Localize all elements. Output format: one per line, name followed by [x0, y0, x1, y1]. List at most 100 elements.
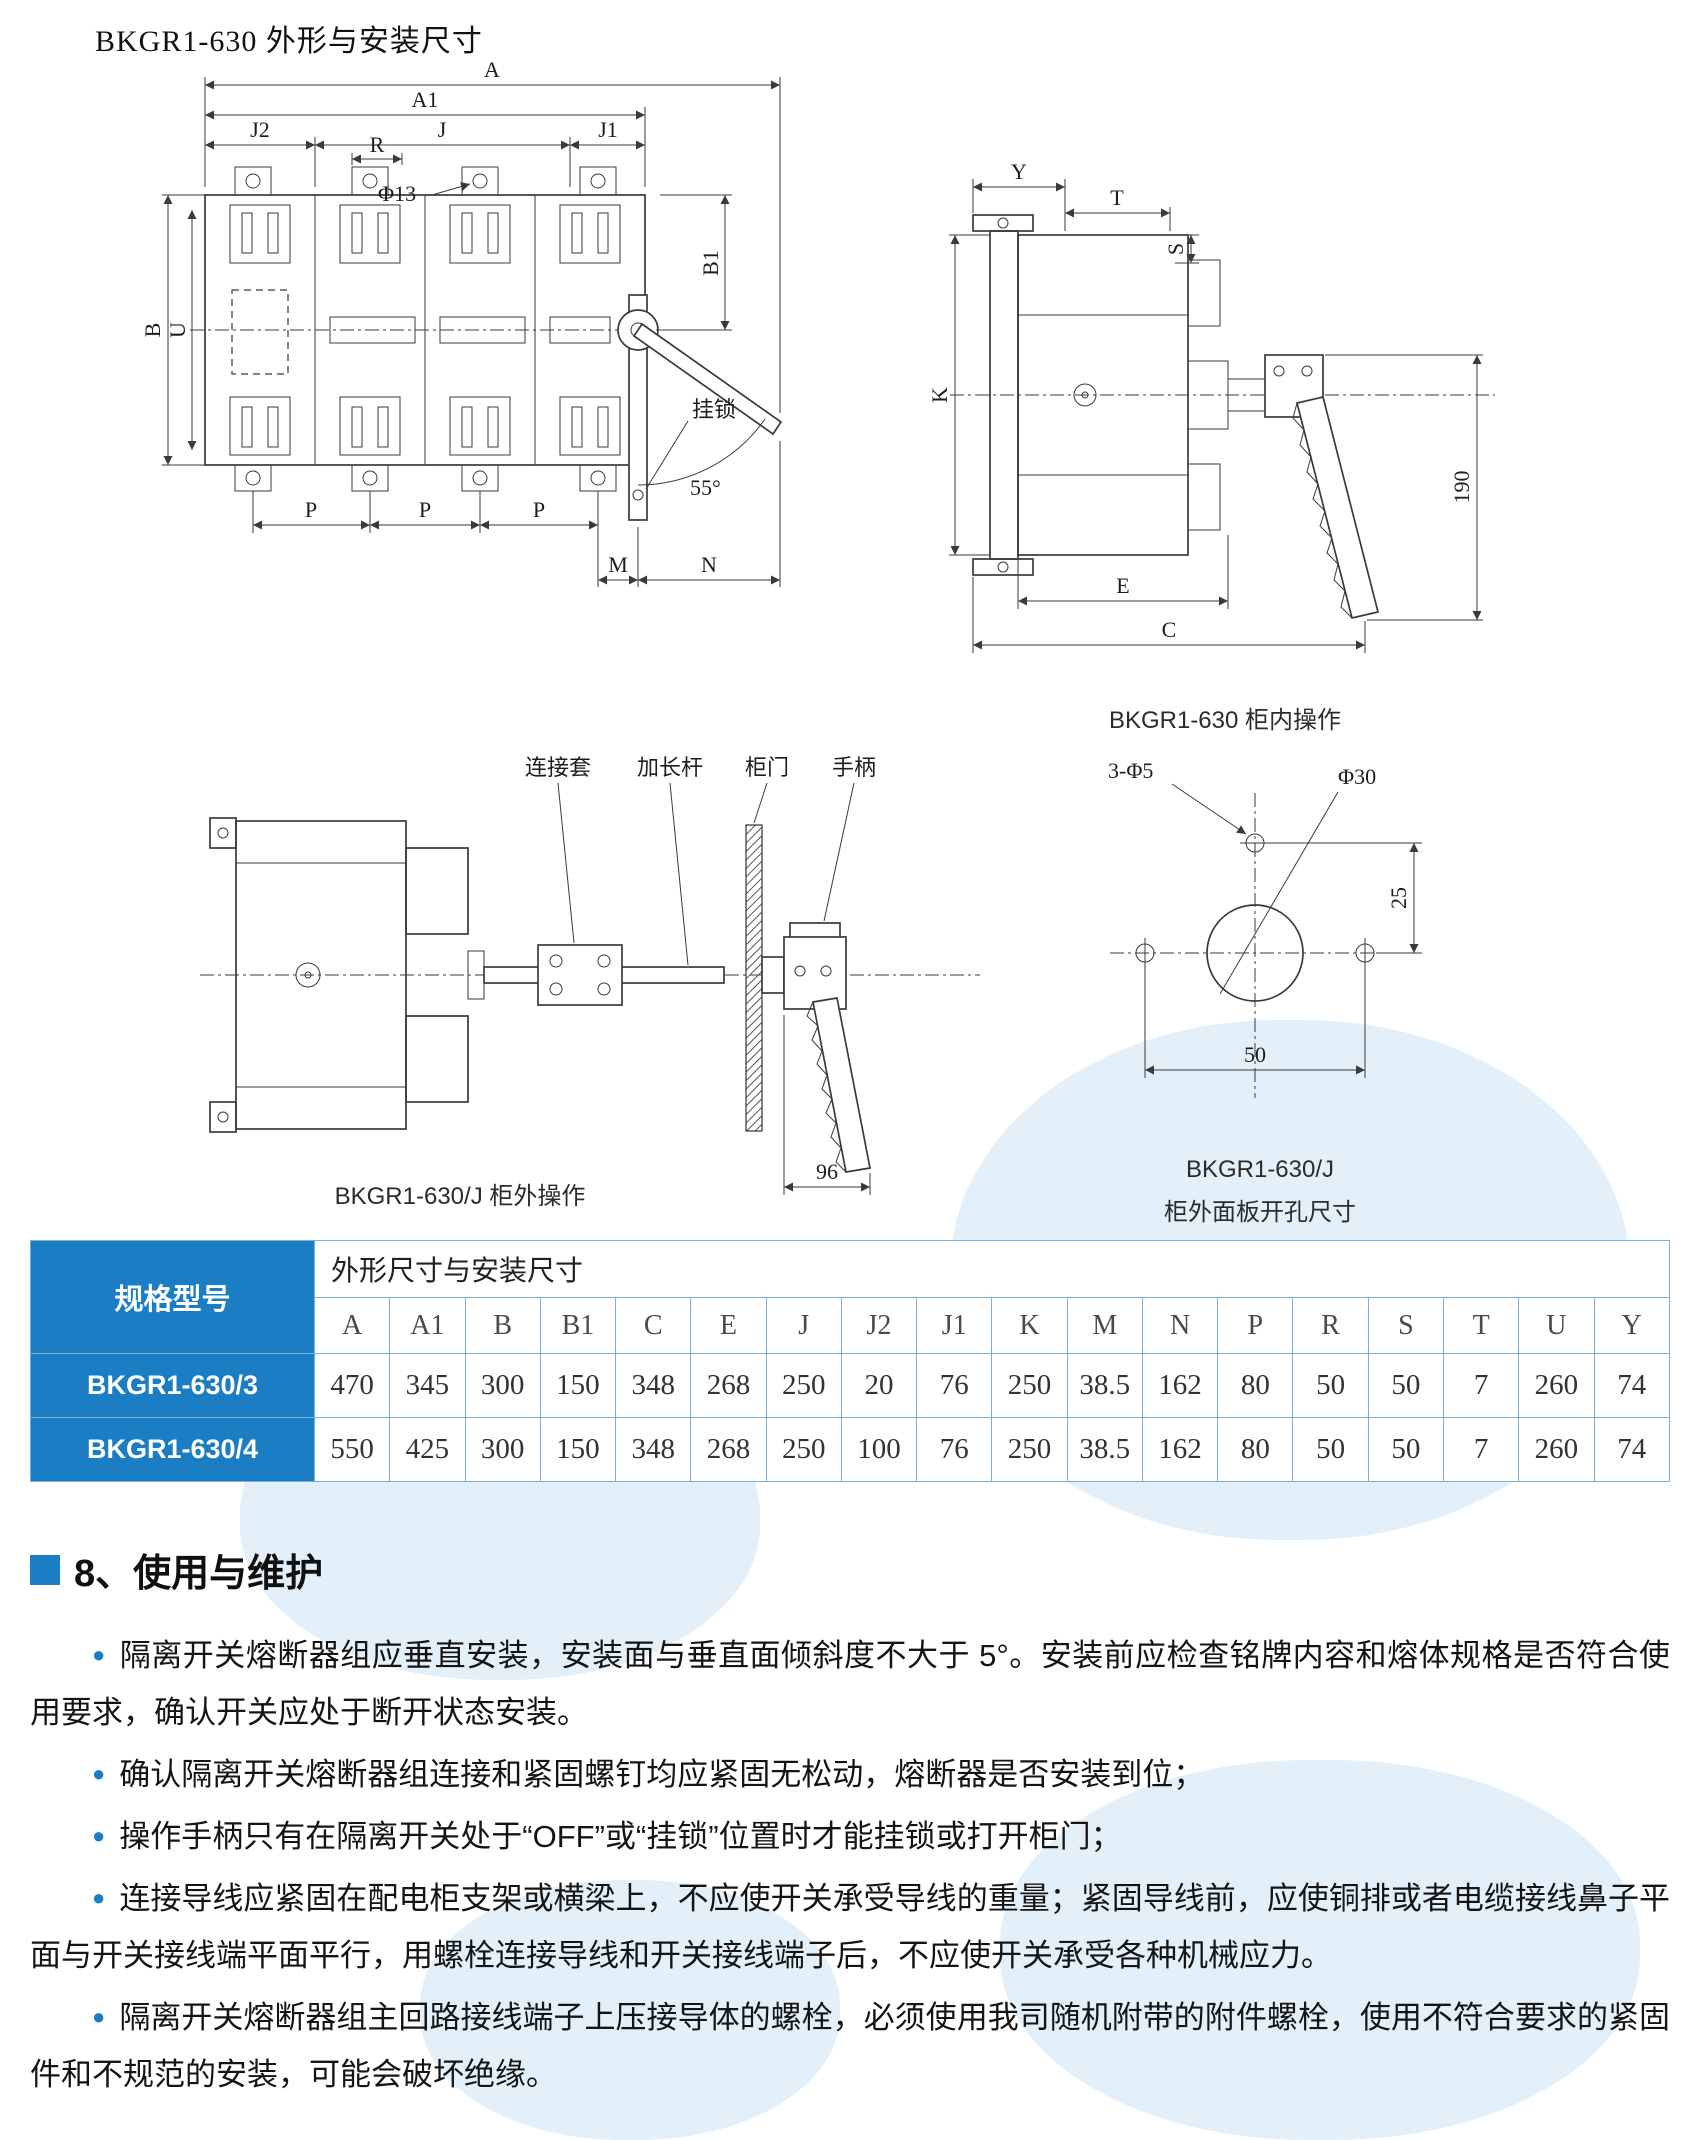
page-title: BKGR1-630 外形与安装尺寸 — [95, 25, 483, 58]
dim-label-c: C — [1162, 617, 1177, 642]
usage-bullet: ●隔离开关熔断器组主回路接线端子上压接导体的螺栓，必须使用我司随机附带的附件螺栓… — [30, 1988, 1670, 2103]
value-cell: 50 — [1292, 1417, 1369, 1482]
dim-label-b1: B1 — [698, 250, 723, 276]
dim-label-p: P — [305, 497, 317, 522]
bullet-text: 连接导线应紧固在配电柜支架或横梁上，不应使开关承受导线的重量；紧固导线前，应使铜… — [30, 1881, 1670, 1973]
value-cell: 50 — [1292, 1353, 1369, 1418]
value-cell: 550 — [313, 1417, 391, 1482]
bullet-text: 操作手柄只有在隔离开关处于“OFF”或“挂锁”位置时才能挂锁或打开柜门； — [119, 1819, 1122, 1854]
value-cell: 76 — [916, 1417, 993, 1482]
cabinet-view-drawing: Y T S K E C 190 — [927, 159, 1495, 653]
background-wash — [1000, 1760, 1640, 2140]
dim-label-j2: J2 — [250, 117, 270, 142]
panel-cutout-dimensions: 3-Φ5 Φ30 25 50 — [1108, 758, 1422, 1078]
column-header: J1 — [916, 1297, 993, 1354]
rod-label: 加长杆 — [637, 755, 703, 780]
column-header: P — [1217, 1297, 1294, 1354]
value-cell: 348 — [615, 1417, 692, 1482]
value-cell: 250 — [765, 1353, 842, 1418]
dim-label-j: J — [438, 117, 447, 142]
value-cell: 150 — [539, 1417, 617, 1482]
usage-bullet: ●确认隔离开关熔断器组连接和紧固螺钉均应紧固无松动，熔断器是否安装到位； — [30, 1745, 1670, 1803]
bullet-text: 隔离开关熔断器组应垂直安装，安装面与垂直面倾斜度不大于 5°。安装前应检查铭牌内… — [30, 1638, 1670, 1730]
dim-label-j1: J1 — [598, 117, 618, 142]
dim-label-p: P — [533, 497, 545, 522]
value-cell: 268 — [690, 1417, 767, 1482]
column-header: U — [1518, 1297, 1595, 1354]
usage-section: ● 隔离开关熔断器组应垂直安装，安装面与垂直面倾斜度不大于 5°。安装前应检查铭牌… — [30, 1622, 1670, 2107]
front-view-drawing: A A1 J2 J J1 R Φ13 B U B1 P P P M N 挂锁 5… — [140, 57, 783, 587]
value-cell: 38.5 — [1066, 1353, 1143, 1418]
section-title: 8、使用与维护 — [74, 1553, 324, 1595]
dim-label-t: T — [1110, 185, 1124, 210]
column-header: Y — [1593, 1297, 1671, 1354]
padlock-label: 挂锁 — [692, 397, 736, 422]
dim-label-96: 96 — [816, 1159, 838, 1184]
value-cell: 260 — [1518, 1353, 1595, 1418]
column-header: B — [464, 1297, 541, 1354]
value-cell: 470 — [313, 1353, 391, 1418]
value-cell: 76 — [916, 1353, 993, 1418]
value-cell: 250 — [991, 1353, 1068, 1418]
model-cell: BKGR1-630/4 — [30, 1417, 315, 1482]
column-header: B1 — [539, 1297, 617, 1354]
phi30-label: Φ30 — [1338, 764, 1376, 789]
angle-label: 55° — [690, 475, 721, 500]
usage-bullet: ●连接导线应紧固在配电柜支架或横梁上，不应使开关承受导线的重量；紧固导线前，应使… — [30, 1869, 1670, 1984]
value-cell: 80 — [1217, 1417, 1294, 1482]
column-header: A — [313, 1297, 391, 1354]
dim-label-n: N — [701, 552, 717, 577]
usage-bullet: ●操作手柄只有在隔离开关处于“OFF”或“挂锁”位置时才能挂锁或打开柜门； — [30, 1807, 1670, 1865]
front-view-body — [190, 166, 783, 521]
panel-cutout-drawing: 3-Φ5 Φ30 25 50 — [1108, 758, 1422, 1098]
column-header: R — [1292, 1297, 1369, 1354]
dim-label-s: S — [1163, 243, 1188, 255]
value-cell: 162 — [1141, 1417, 1219, 1482]
column-header: J2 — [840, 1297, 918, 1354]
column-header: M — [1066, 1297, 1143, 1354]
bullet-dot-icon: ● — [92, 1885, 106, 1910]
usage-bullet: ●隔离开关熔断器组应垂直安装，安装面与垂直面倾斜度不大于 5°。安装前应检查铭牌… — [30, 1626, 1670, 1741]
column-header: C — [615, 1297, 692, 1354]
value-cell: 300 — [464, 1417, 541, 1482]
dim-label-25: 25 — [1386, 887, 1411, 909]
value-cell: 50 — [1367, 1353, 1444, 1418]
value-cell: 50 — [1367, 1417, 1444, 1482]
holes-label: 3-Φ5 — [1108, 758, 1153, 783]
bullet-text: 隔离开关熔断器组主回路接线端子上压接导体的螺栓，必须使用我司随机附带的附件螺栓，… — [30, 2000, 1670, 2092]
dim-label-m: M — [608, 552, 628, 577]
cabinet-view-body — [950, 214, 1495, 620]
dim-label-k: K — [927, 387, 952, 403]
section-heading: 8、使用与维护 — [30, 1542, 323, 1597]
column-header: S — [1367, 1297, 1444, 1354]
model-cell: BKGR1-630/3 — [30, 1353, 315, 1418]
dim-label-phi13: Φ13 — [378, 181, 416, 206]
bullet-dot-icon: ● — [92, 1761, 106, 1786]
value-cell: 7 — [1442, 1417, 1520, 1482]
dim-label-b: B — [140, 323, 165, 338]
value-cell: 250 — [991, 1417, 1068, 1482]
panel-cutout-body — [1110, 791, 1410, 1098]
column-header: T — [1442, 1297, 1520, 1354]
value-cell: 74 — [1593, 1353, 1671, 1418]
value-cell: 345 — [389, 1353, 466, 1418]
dim-label-u: U — [165, 322, 190, 338]
value-cell: 260 — [1518, 1417, 1595, 1482]
dim-label-y: Y — [1011, 159, 1027, 184]
value-cell: 150 — [539, 1353, 617, 1418]
panel-cutout-caption-line1: BKGR1-630/J — [1185, 1156, 1335, 1183]
value-cell: 162 — [1141, 1353, 1219, 1418]
dim-label-190: 190 — [1449, 471, 1474, 504]
cabinet-view-dimensions: Y T S K E C 190 — [927, 159, 1483, 653]
handle-label: 手柄 — [832, 755, 876, 780]
sleeve-label: 连接套 — [525, 755, 591, 780]
front-view-dimensions: A A1 J2 J J1 R Φ13 B U B1 P P P M N 挂锁 5… — [140, 57, 781, 587]
value-cell: 74 — [1593, 1417, 1671, 1482]
spec-header-cell: 规格型号 — [30, 1240, 315, 1354]
value-cell: 250 — [765, 1417, 842, 1482]
value-cell: 100 — [840, 1417, 918, 1482]
value-cell: 38.5 — [1066, 1417, 1143, 1482]
